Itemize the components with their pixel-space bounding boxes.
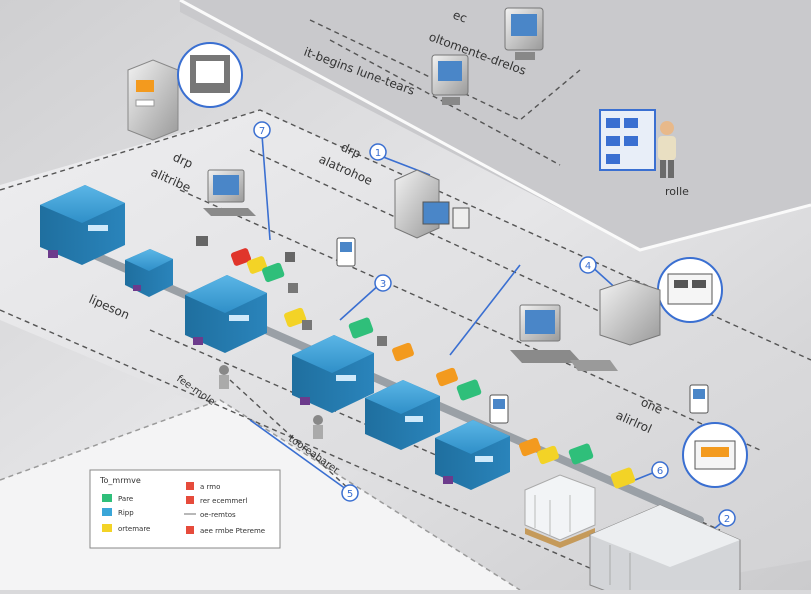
callout-marker: 4: [579, 256, 597, 274]
worker-icon: [313, 415, 323, 439]
svg-text:oe-remtos: oe-remtos: [200, 511, 236, 519]
callout-marker: 3: [374, 274, 392, 292]
machine-box: [292, 335, 374, 413]
server-icon: [394, 169, 470, 239]
callout-marker: 2: [718, 509, 736, 527]
svg-text:a rmo: a rmo: [200, 483, 220, 491]
callouts: 7 1 3 4 6 2 5: [253, 121, 736, 527]
svg-text:2: 2: [724, 514, 730, 525]
computer-terminal-icon: [504, 7, 544, 60]
legend-item: aee rmbe Ptereme: [186, 526, 265, 535]
legend: To_mrmve Pare Ripp ortemare a rmo rer ec…: [89, 469, 281, 549]
worker-icon: [658, 121, 676, 178]
top-zone-edge: [179, 0, 811, 252]
svg-text:ortemare: ortemare: [118, 525, 150, 533]
svg-text:Ripp: Ripp: [118, 509, 134, 517]
legend-item: oe-remtos: [184, 511, 236, 519]
top-zone-sub1: ec: [451, 8, 469, 26]
worker-icon: [219, 365, 229, 389]
product-cubes: [196, 236, 636, 489]
machine-box: [125, 249, 173, 297]
legend-item: Pare: [102, 494, 133, 503]
machine-box: [365, 380, 440, 450]
shelving-rack-icon: [599, 109, 656, 171]
truck-icon: [589, 504, 741, 594]
bottom-zone-boundary: [0, 399, 521, 591]
legend-title: To_mrmve: [99, 476, 141, 485]
computer-terminal-icon: [510, 304, 618, 371]
callout-marker: 5: [341, 484, 359, 502]
legend-item: a rmo: [186, 482, 220, 491]
handheld-scanner-icon: [336, 237, 356, 267]
top-zone-platform: [180, 0, 811, 250]
zoom-detail-circle: [682, 422, 748, 488]
zoom-detail-circle: [177, 42, 243, 108]
svg-text:4: 4: [585, 261, 591, 272]
handheld-scanner-icon: [689, 384, 709, 414]
shelving-rack-icon: [599, 279, 661, 346]
computer-terminal-icon: [203, 169, 256, 216]
svg-text:1: 1: [375, 148, 381, 159]
computer-terminal-icon: [431, 54, 469, 105]
svg-text:5: 5: [347, 489, 353, 500]
machine-box: [185, 275, 267, 353]
legend-item: Ripp: [102, 508, 134, 517]
legend-item: rer ecemmerl: [186, 496, 247, 505]
server-icon: [127, 59, 179, 141]
svg-text:aee rmbe Ptereme: aee rmbe Ptereme: [200, 527, 265, 535]
worker-label: rolle: [665, 185, 689, 198]
legend-item: ortemare: [102, 524, 150, 533]
handheld-scanner-icon: [489, 394, 509, 424]
machine-box: [435, 420, 510, 490]
svg-text:rer ecemmerl: rer ecemmerl: [200, 497, 247, 505]
zoom-detail-circle: [657, 257, 723, 323]
machine-box: [40, 185, 125, 265]
machine-group: [40, 185, 510, 490]
pallet-icon: [524, 474, 596, 548]
svg-text:3: 3: [380, 279, 386, 290]
callout-marker: 7: [253, 121, 271, 139]
callout-marker: 1: [369, 143, 387, 161]
svg-text:6: 6: [657, 466, 663, 477]
svg-text:7: 7: [259, 126, 265, 137]
callout-marker: 6: [651, 461, 669, 479]
svg-text:Pare: Pare: [118, 495, 133, 503]
